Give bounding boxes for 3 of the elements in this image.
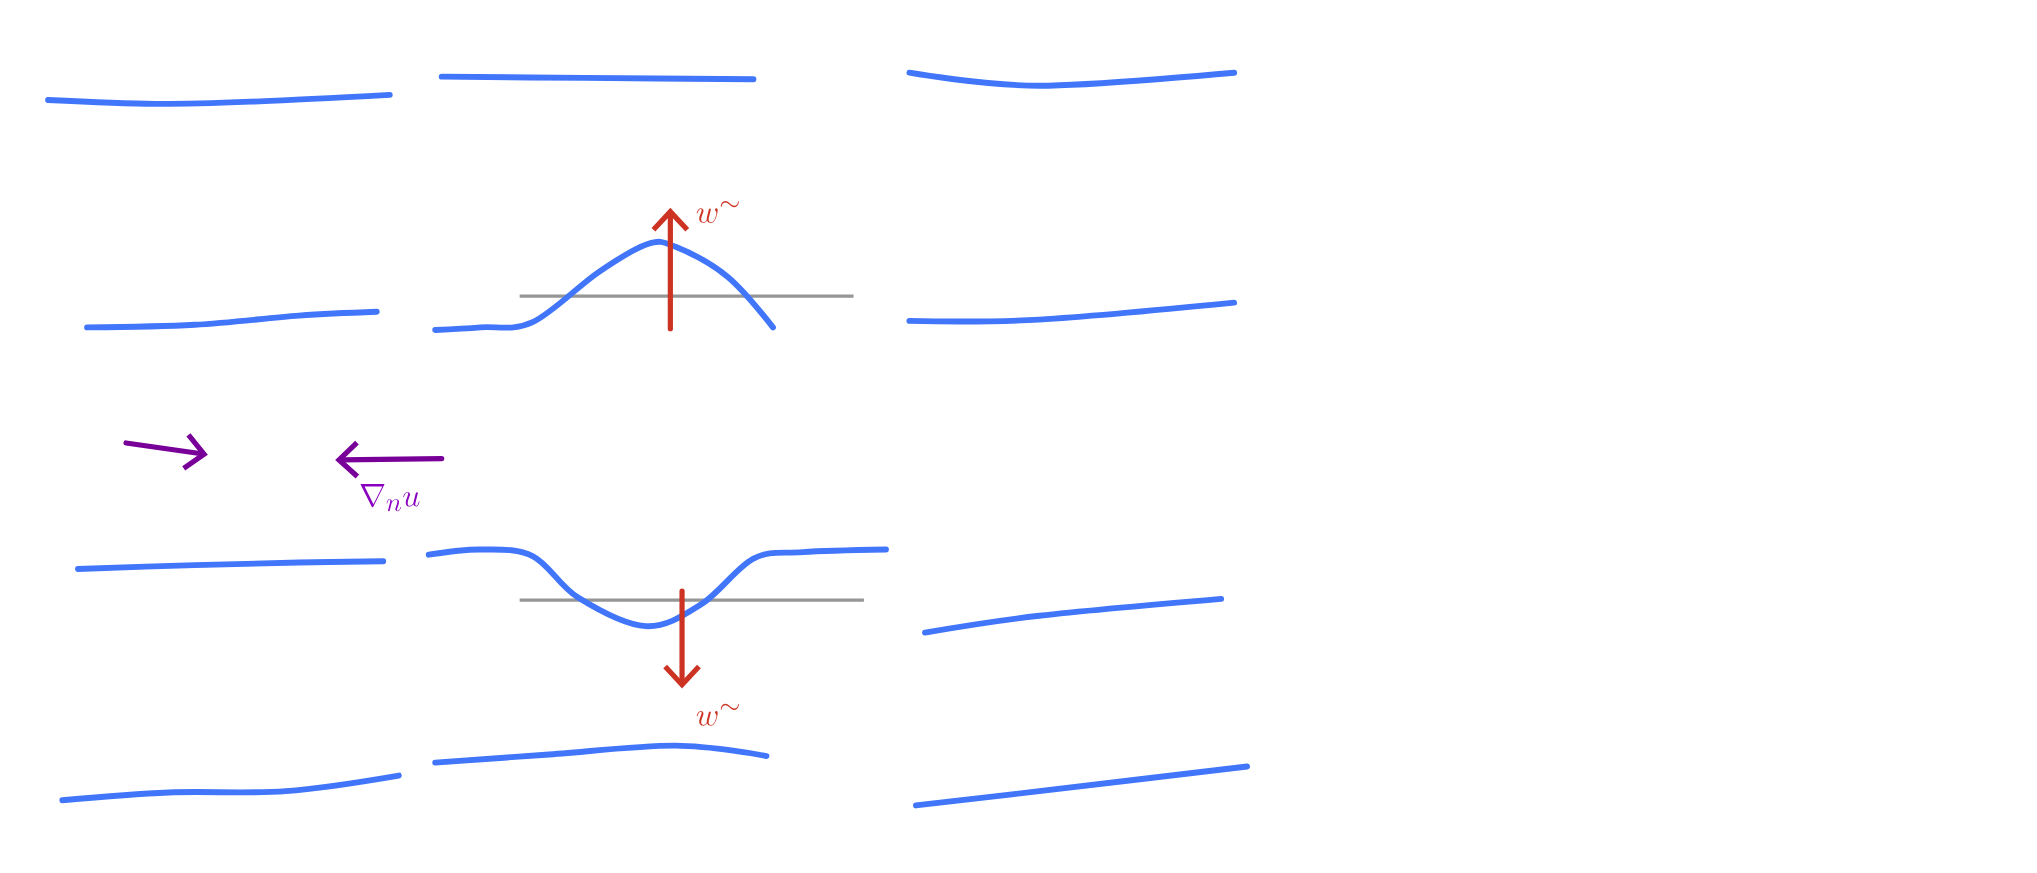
math-label: $w^{\sim}$ <box>696 703 739 726</box>
math-label: $\nabla_n u$ <box>360 484 420 512</box>
math-label: $w^{\sim}$ <box>696 200 739 223</box>
